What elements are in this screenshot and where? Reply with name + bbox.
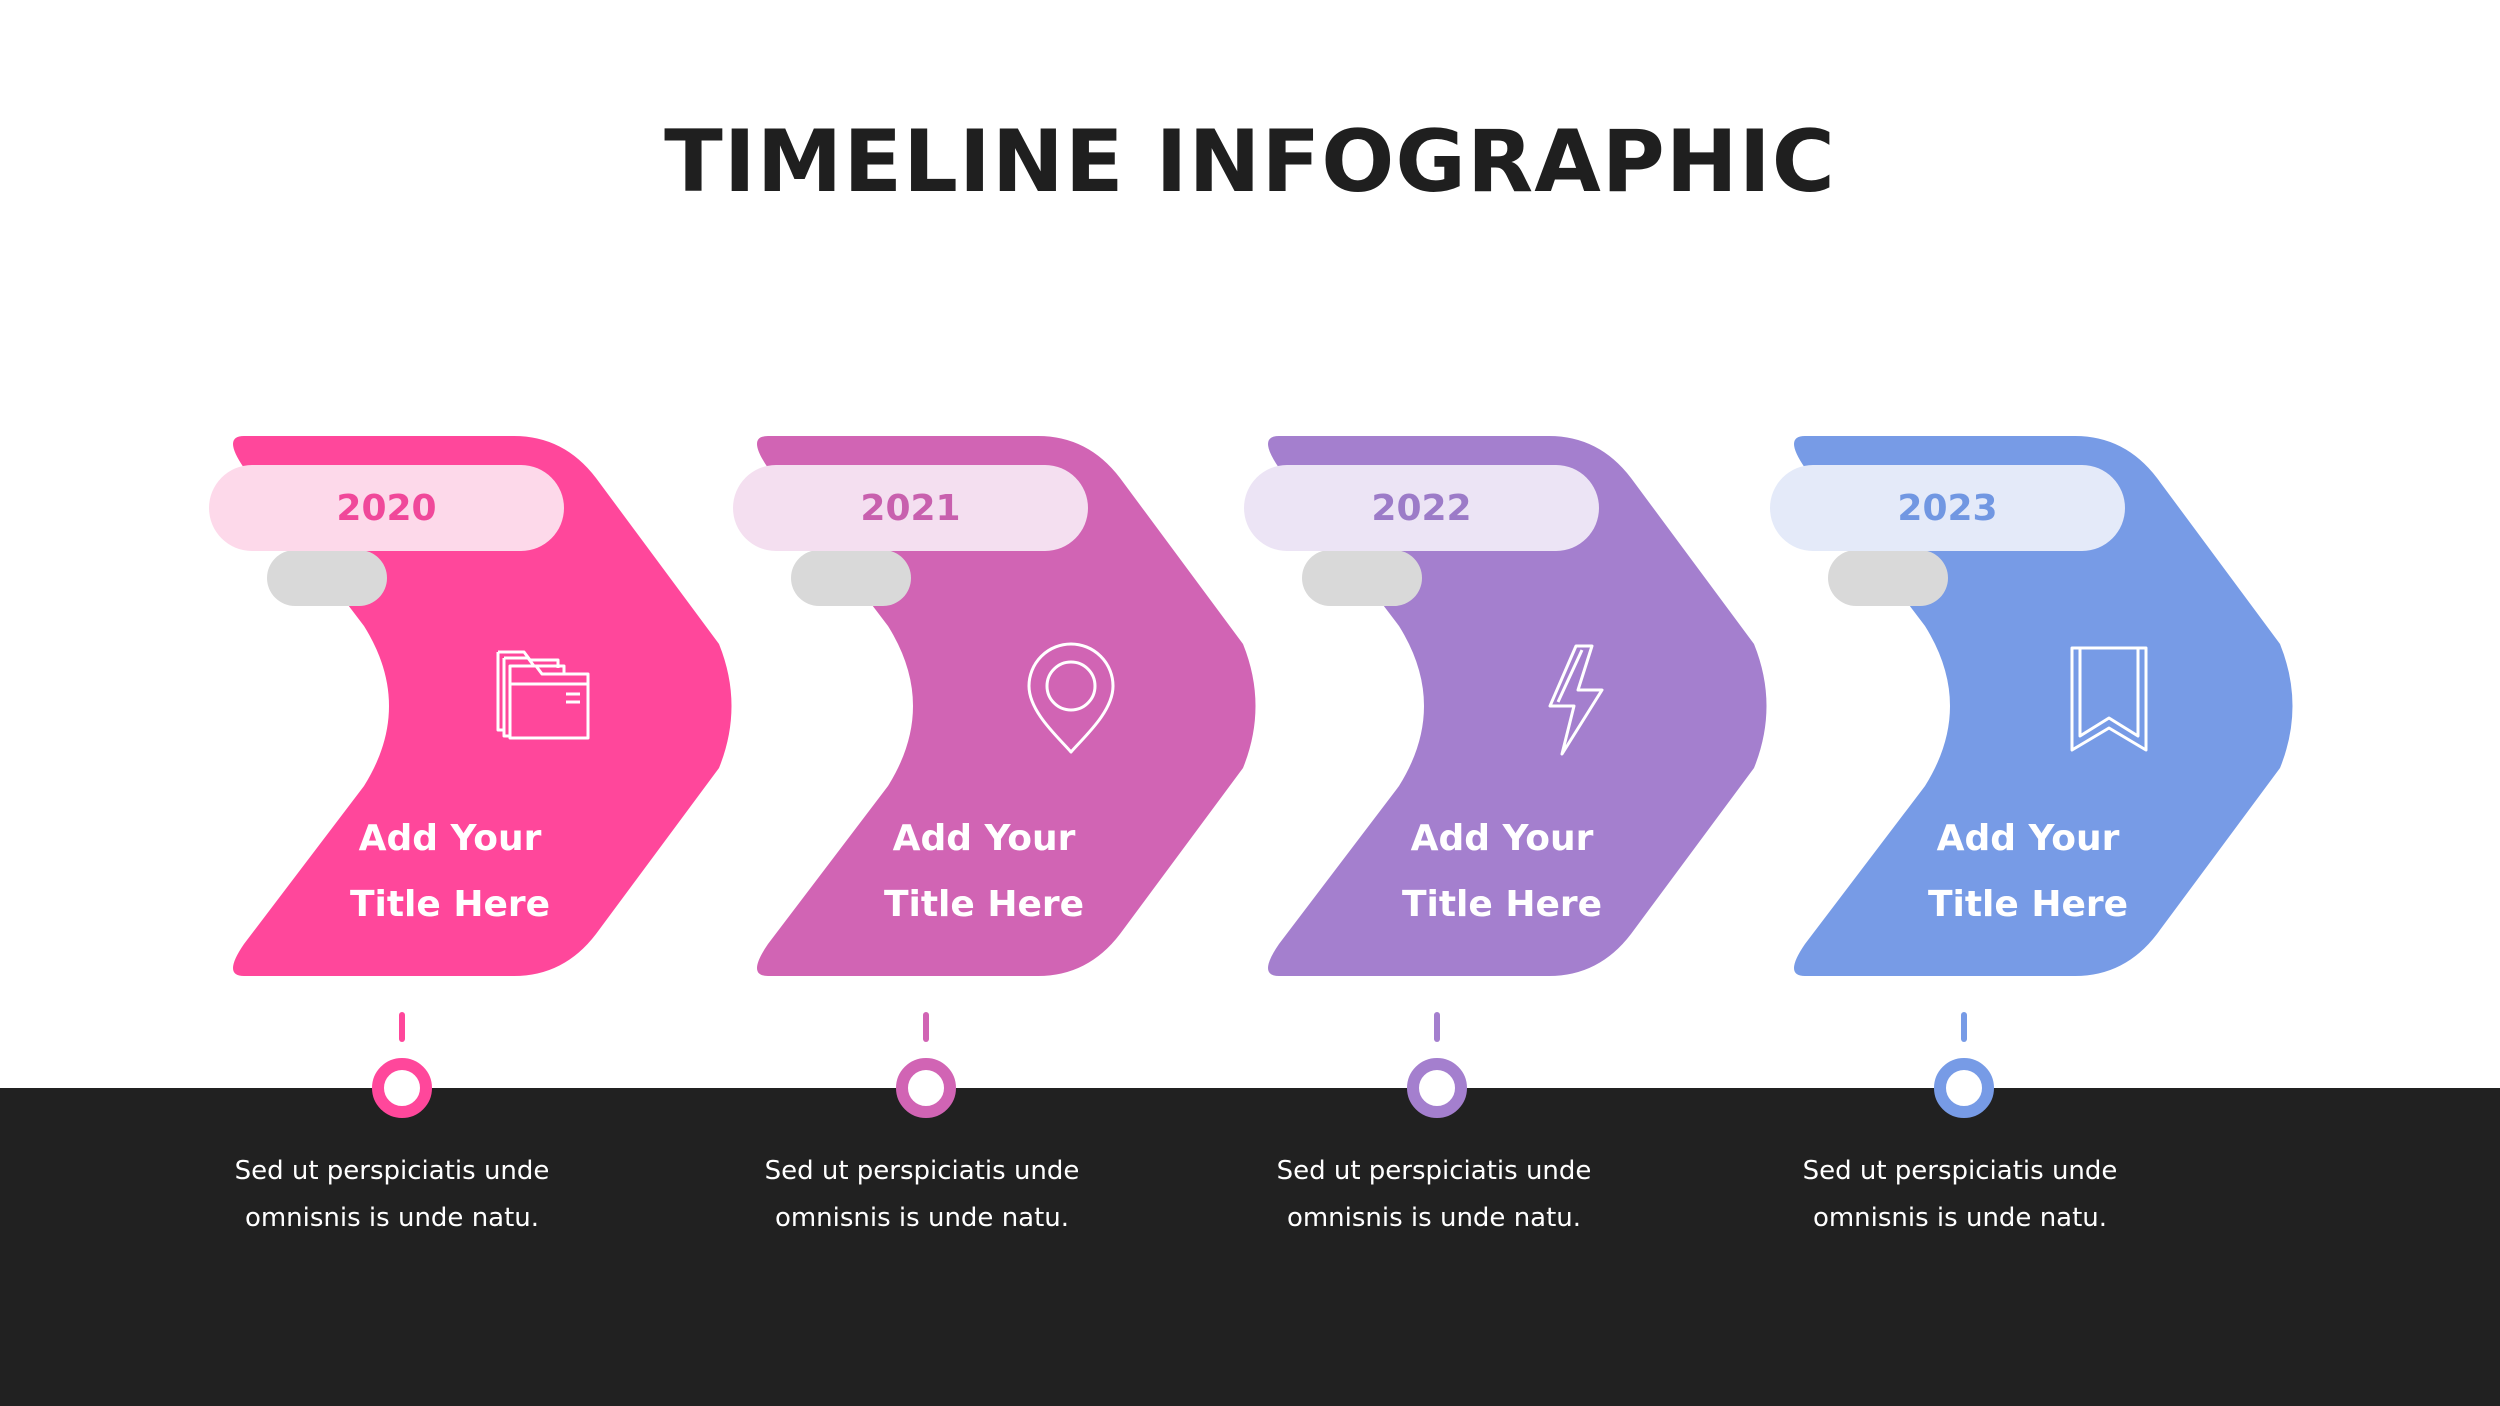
step-description: Sed ut perspiciatis unde omnisnis is und… [202,1148,582,1242]
desc-line1: Sed ut perspiciatis unde [1276,1156,1592,1186]
desc-line2: omnisnis is unde natu. [774,1203,1070,1233]
step-title-line1: Add Your [892,818,1076,859]
step-title-line2: Title Here [1401,884,1603,925]
step-description: Sed ut perspiciatis unde omnisnis is und… [1770,1148,2150,1242]
step-title-line2: Title Here [883,884,1085,925]
step-title: Add Your Title Here [834,806,1134,938]
timeline-stem [1434,1012,1440,1042]
year-pill: 2021 [733,465,1088,551]
page-title: TIMELINE INFOGRAPHIC [664,112,1836,212]
step-title: Add Your Title Here [1878,806,2178,938]
step-title-line1: Add Your [358,818,542,859]
location-pin-icon [1027,642,1115,754]
step-description: Sed ut perspiciatis unde omnisnis is und… [1244,1148,1624,1242]
timeline-stem [923,1012,929,1042]
step-title-line2: Title Here [1927,884,2129,925]
desc-line2: omnisnis is unde natu. [1286,1203,1582,1233]
year-label: 2022 [1371,487,1472,529]
step-description: Sed ut perspiciatis unde omnisnis is und… [732,1148,1112,1242]
step-title: Add Your Title Here [300,806,600,938]
lightning-icon [1548,644,1604,756]
desc-line2: omnisnis is unde natu. [244,1203,540,1233]
folder-icon [496,650,590,740]
timeline-dot [1934,1058,1994,1118]
year-pill: 2023 [1770,465,2125,551]
step-title-line2: Title Here [349,884,551,925]
year-pill-shadow [1302,550,1422,606]
year-pill-shadow [791,550,911,606]
year-label: 2020 [336,487,437,529]
year-label: 2023 [1897,487,1998,529]
step-title: Add Your Title Here [1352,806,1652,938]
year-pill: 2020 [209,465,564,551]
year-pill-shadow [1828,550,1948,606]
timeline-dot [896,1058,956,1118]
year-pill-shadow [267,550,387,606]
step-title-line1: Add Your [1936,818,2120,859]
step-title-line1: Add Your [1410,818,1594,859]
desc-line1: Sed ut perspiciatis unde [234,1156,550,1186]
timeline-stem [1961,1012,1967,1042]
desc-line1: Sed ut perspiciatis unde [1802,1156,2118,1186]
desc-line2: omnisnis is unde natu. [1812,1203,2108,1233]
desc-line1: Sed ut perspiciatis unde [764,1156,1080,1186]
year-label: 2021 [860,487,961,529]
timeline-dot [372,1058,432,1118]
year-pill: 2022 [1244,465,1599,551]
timeline-dot [1407,1058,1467,1118]
timeline-stem [399,1012,405,1042]
bottom-band [0,1088,2500,1406]
bookmark-icon [2070,646,2148,752]
